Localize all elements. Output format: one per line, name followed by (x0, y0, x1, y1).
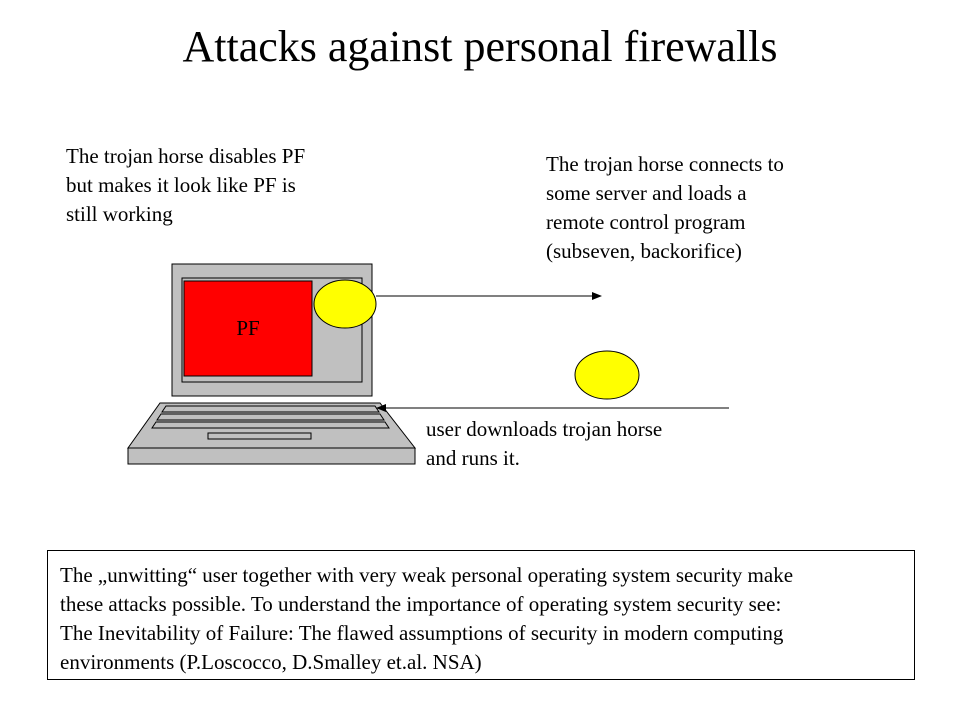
laptop-base-front (127, 447, 416, 465)
download-arrow-head (376, 404, 386, 412)
callout-line: The trojan horse connects to (546, 152, 784, 176)
trojan-on-laptop (313, 279, 377, 329)
keyboard-row (161, 405, 380, 413)
callout-user-downloads: user downloads trojan horse and runs it. (426, 415, 726, 473)
note-line: The Inevitability of Failure: The flawed… (60, 621, 784, 645)
pf-label: PF (236, 316, 259, 340)
pf-window (183, 280, 313, 377)
keyboard-row (156, 413, 385, 421)
callout-line: but makes it look like PF is (66, 173, 296, 197)
trojan-incoming (574, 350, 640, 400)
callout-line: some server and loads a (546, 181, 747, 205)
callout-line: remote control program (546, 210, 746, 234)
callout-disable-pf: The trojan horse disables PF but makes i… (66, 142, 376, 229)
callout-line: The trojan horse disables PF (66, 144, 306, 168)
note-line: these attacks possible. To understand th… (60, 592, 782, 616)
callout-connects-server: The trojan horse connects to some server… (546, 150, 846, 266)
security-note-box: The „unwitting“ user together with very … (47, 550, 915, 680)
keyboard-row (151, 421, 390, 429)
laptop-touchpad (207, 432, 312, 440)
note-line: environments (P.Loscocco, D.Smalley et.a… (60, 650, 482, 674)
note-line: The „unwitting“ user together with very … (60, 563, 794, 587)
slide-title: Attacks against personal firewalls (182, 22, 778, 71)
callout-line: and runs it. (426, 446, 520, 470)
callout-line: user downloads trojan horse (426, 417, 663, 441)
callout-line: (subseven, backorifice) (546, 239, 742, 263)
connection-arrow-head (592, 292, 602, 300)
callout-line: still working (66, 202, 173, 226)
